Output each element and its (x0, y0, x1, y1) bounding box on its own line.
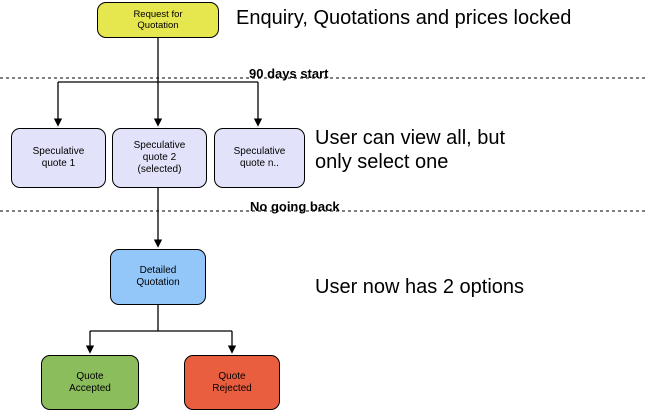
node-quote-rejected[interactable]: Quote Rejected (184, 355, 280, 410)
node-request-for-quotation[interactable]: Request for Quotation (97, 2, 219, 38)
node-speculative-quote-n[interactable]: Speculative quote n.. (214, 128, 305, 188)
phase-label-no-going-back: No going back (250, 199, 340, 214)
node-detailed-quotation[interactable]: Detailed Quotation (110, 249, 206, 305)
annotation-user-now-has-2-options: User now has 2 options (315, 276, 525, 298)
annotation-enquiry-prices-locked: Enquiry, Quotations and prices locked (236, 7, 572, 29)
phase-label-90-days-start: 90 days start (249, 66, 329, 81)
node-speculative-quote-1[interactable]: Speculative quote 1 (11, 128, 106, 188)
annotation-user-can-view-all: User can view all, but only select one (315, 127, 506, 174)
node-quote-accepted[interactable]: Quote Accepted (41, 355, 139, 410)
node-speculative-quote-2-selected[interactable]: Speculative quote 2 (selected) (112, 128, 207, 188)
